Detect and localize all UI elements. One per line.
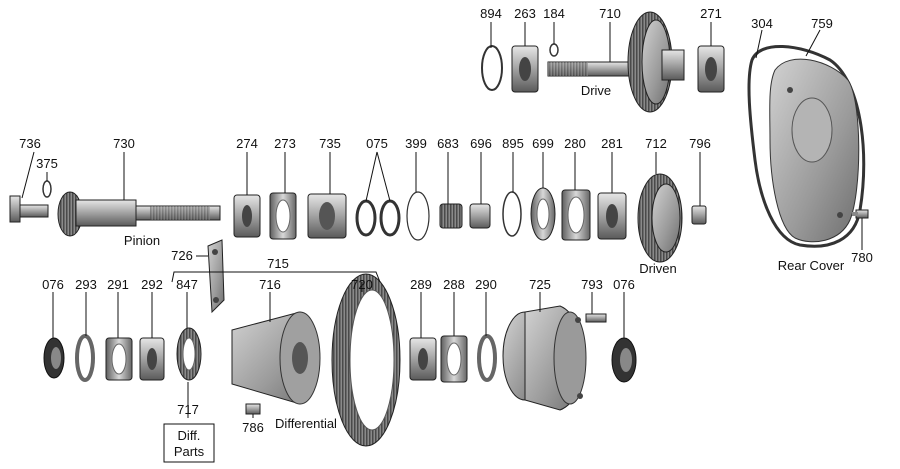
label-rear-cover: Rear Cover <box>778 258 845 273</box>
part-076-seal-right <box>611 337 637 383</box>
part-699-washer <box>530 187 556 241</box>
callout-725: 725 <box>529 277 551 292</box>
callout-273: 273 <box>274 136 296 151</box>
callout-271: 271 <box>700 6 722 21</box>
part-293-shim <box>75 334 95 382</box>
callout-304: 304 <box>751 16 773 31</box>
callout-717: 717 <box>177 402 199 417</box>
callout-375: 375 <box>36 156 58 171</box>
callout-076-right: 076 <box>613 277 635 292</box>
callout-726: 726 <box>171 248 193 263</box>
callout-293: 293 <box>75 277 97 292</box>
part-793-bolt <box>585 313 607 323</box>
part-290-shim <box>477 334 497 382</box>
part-786-bolt <box>245 403 261 415</box>
part-289-bearing <box>409 337 437 381</box>
part-894-snap-ring <box>481 45 503 91</box>
part-304-gasket <box>747 45 866 248</box>
callout-736: 736 <box>19 136 41 151</box>
part-796-nut <box>691 205 707 225</box>
callout-720: 720 <box>351 277 373 292</box>
part-712-driven-gear <box>637 173 683 263</box>
callout-184: 184 <box>543 6 565 21</box>
label-driven: Driven <box>639 261 677 276</box>
part-720-ring-gear <box>331 273 401 447</box>
callout-786: 786 <box>242 420 264 435</box>
label-diff-parts-line1: Diff. <box>178 428 201 443</box>
label-drive: Drive <box>581 83 611 98</box>
label-pinion: Pinion <box>124 233 160 248</box>
part-736-shift-shaft <box>9 195 49 223</box>
callout-796: 796 <box>689 136 711 151</box>
callout-696: 696 <box>470 136 492 151</box>
callout-281: 281 <box>601 136 623 151</box>
part-076-seal-left <box>43 337 65 379</box>
part-399-o-ring <box>406 191 430 241</box>
part-895-snap-ring <box>502 191 522 237</box>
part-291-race <box>105 337 133 381</box>
callout-715: 715 <box>267 256 289 271</box>
part-726-bracket <box>207 239 225 314</box>
part-271-bearing <box>697 45 725 93</box>
callout-716: 716 <box>259 277 281 292</box>
callout-291: 291 <box>107 277 129 292</box>
part-375-ring <box>42 180 52 198</box>
callout-263: 263 <box>514 6 536 21</box>
callout-numbers: 894 263 184 710 271 304 759 736 375 730 … <box>19 6 873 435</box>
part-716-differential-case <box>231 311 321 405</box>
part-280-race <box>561 189 591 241</box>
callout-683: 683 <box>437 136 459 151</box>
part-696-collar <box>469 203 491 229</box>
callout-712: 712 <box>645 136 667 151</box>
callout-793: 793 <box>581 277 603 292</box>
part-735-sleeve <box>307 193 347 239</box>
part-683-hub <box>439 203 463 229</box>
callout-710: 710 <box>599 6 621 21</box>
callout-076-left: 076 <box>42 277 64 292</box>
diff-parts-box <box>163 423 215 463</box>
callout-290: 290 <box>475 277 497 292</box>
callout-075: 075 <box>366 136 388 151</box>
part-847-tone-ring <box>176 327 202 381</box>
part-710-drive-shaft <box>547 11 685 113</box>
callout-730: 730 <box>113 136 135 151</box>
part-730-pinion-shaft <box>57 191 221 237</box>
part-274-bearing <box>233 194 261 238</box>
part-759-rear-cover <box>769 58 860 243</box>
callout-274: 274 <box>236 136 258 151</box>
part-184-ring <box>549 43 559 57</box>
label-diff-parts-line2: Parts <box>174 444 205 459</box>
part-273-race <box>269 192 297 240</box>
part-075-shims <box>355 199 401 237</box>
label-differential: Differential <box>275 416 337 431</box>
callout-894: 894 <box>480 6 502 21</box>
callout-780: 780 <box>851 250 873 265</box>
part-263-bearing <box>511 45 539 93</box>
callout-699: 699 <box>532 136 554 151</box>
callout-399: 399 <box>405 136 427 151</box>
part-288-race <box>440 335 468 383</box>
callout-759: 759 <box>811 16 833 31</box>
callout-288: 288 <box>443 277 465 292</box>
leader-lines <box>21 22 863 418</box>
part-725-carrier <box>502 305 587 411</box>
callout-895: 895 <box>502 136 524 151</box>
group-labels: Drive Pinion Driven Rear Cover Different… <box>124 83 845 459</box>
callout-735: 735 <box>319 136 341 151</box>
part-780-bolt <box>852 209 869 219</box>
part-281-bearing <box>597 192 627 240</box>
part-292-bearing <box>139 337 165 381</box>
callout-292: 292 <box>141 277 163 292</box>
callout-289: 289 <box>410 277 432 292</box>
callout-847: 847 <box>176 277 198 292</box>
callout-280: 280 <box>564 136 586 151</box>
